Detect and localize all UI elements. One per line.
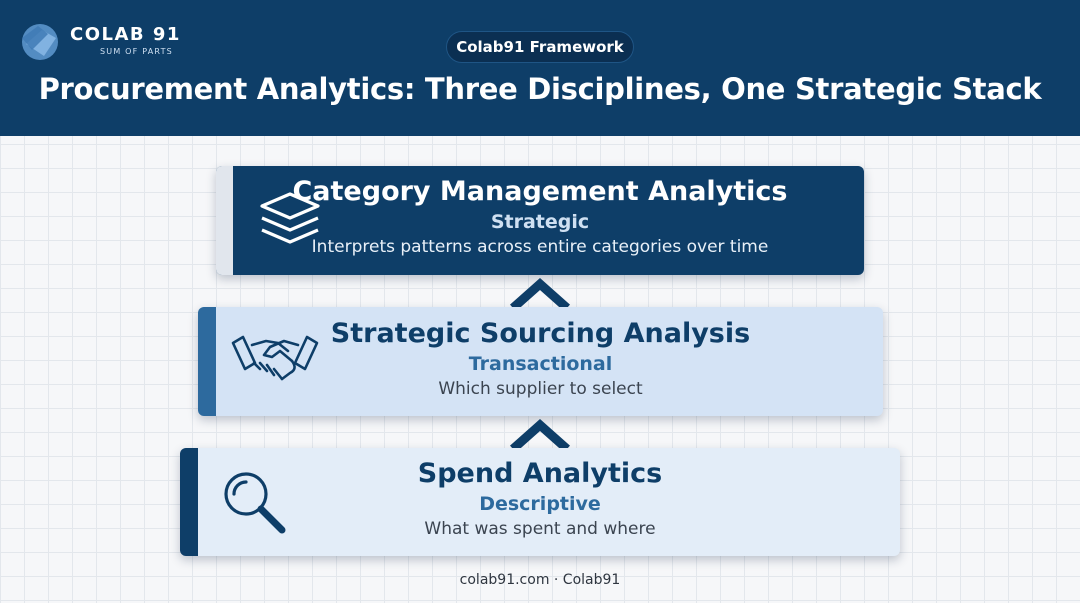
- layer-description: Which supplier to select: [438, 379, 643, 399]
- page-title: Procurement Analytics: Three Disciplines…: [38, 72, 1042, 106]
- brand-tagline: SUM OF PARTS: [100, 47, 173, 56]
- card-accent-stripe: [180, 448, 198, 556]
- layer-title: Category Management Analytics: [292, 176, 788, 207]
- header-banner: COLAB 91 SUM OF PARTS Colab91 Framework …: [0, 0, 1080, 136]
- layer-description: Interprets patterns across entire catego…: [311, 237, 769, 257]
- chevron-up-icon: [510, 418, 570, 453]
- brand-name: COLAB 91: [70, 24, 181, 45]
- chevron-up-icon: [510, 277, 570, 312]
- brand-logo: COLAB 91 SUM OF PARTS: [18, 16, 188, 64]
- layer-card-spend-analytics: Spend Analytics Descriptive What was spe…: [180, 448, 900, 556]
- layer-card-strategic-sourcing: Strategic Sourcing Analysis Transactiona…: [198, 307, 883, 416]
- handshake-icon: [231, 335, 319, 381]
- card-accent-stripe: [198, 307, 216, 416]
- footer-credit: colab91.com · Colab91: [459, 572, 621, 588]
- layer-level: Strategic: [490, 211, 590, 233]
- magnifier-icon: [224, 472, 286, 534]
- layer-card-category-management: Category Management Analytics Strategic …: [216, 166, 864, 275]
- layer-level: Descriptive: [479, 493, 601, 515]
- layer-level: Transactional: [468, 353, 613, 375]
- layers-icon: [260, 192, 320, 244]
- layer-title: Spend Analytics: [417, 458, 663, 489]
- layer-description: What was spent and where: [424, 519, 656, 539]
- card-accent-stripe: [216, 166, 233, 275]
- logo-mark-icon: [22, 24, 58, 60]
- layer-title: Strategic Sourcing Analysis: [330, 318, 751, 349]
- framework-badge: Colab91 Framework: [446, 31, 634, 63]
